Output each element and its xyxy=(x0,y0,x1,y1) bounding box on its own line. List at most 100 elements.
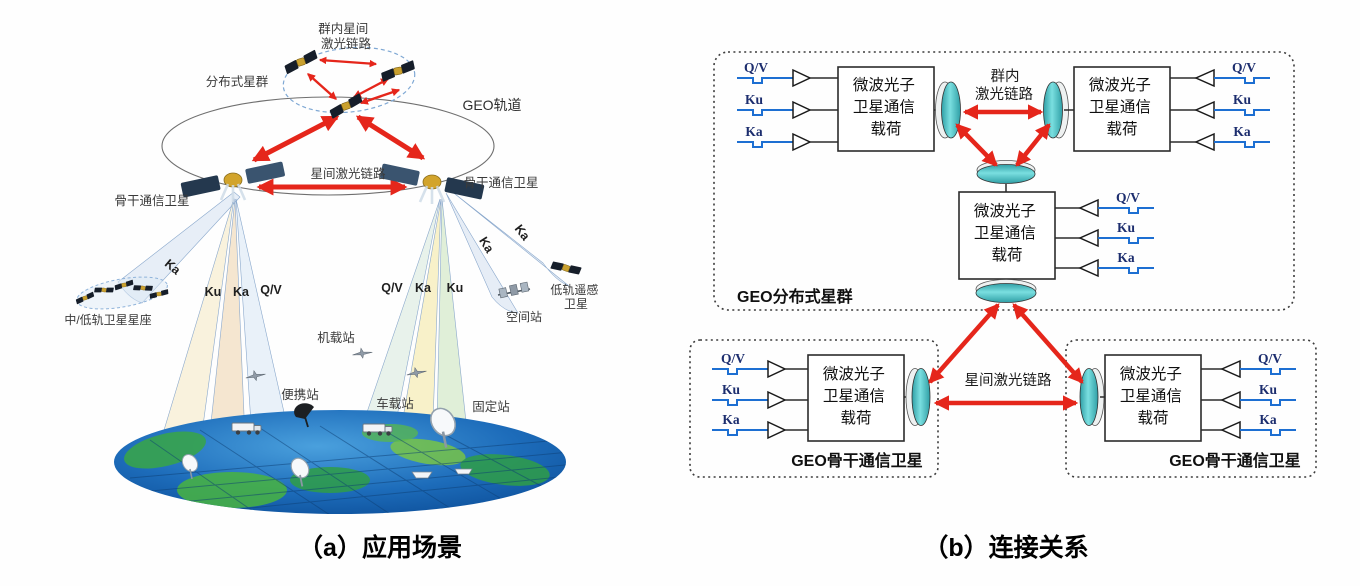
payload-group-top-left: Q/V Ku Ka 微波光子 卫星通信 载荷 xyxy=(737,60,961,152)
portable-dish-icon xyxy=(294,403,314,428)
signal-pulse-icon xyxy=(1214,141,1270,148)
airborne-station-label: 机载站 xyxy=(317,331,355,345)
lens-icon xyxy=(975,283,1037,303)
amplifier-icon xyxy=(792,100,812,120)
amplifier-icon xyxy=(767,420,787,440)
cluster-satellite-icon xyxy=(379,59,417,83)
intra-link-line1: 群内 xyxy=(990,68,1019,85)
band-label: Q/V xyxy=(1116,190,1140,205)
intra-link-line2: 激光链路 xyxy=(975,86,1033,103)
portable-station-label: 便携站 xyxy=(281,387,319,402)
payload-line3: 载荷 xyxy=(991,246,1022,264)
payload-group-bottom-left: Q/V Ku Ka 微波光子 卫星通信 载荷 GEO骨干通信卫星 xyxy=(712,351,931,470)
beam-band-label: Ka xyxy=(233,285,250,299)
payload-line1: 微波光子 xyxy=(1089,76,1151,94)
backbone-satellite-icon xyxy=(179,160,287,204)
signal-pulse-icon xyxy=(712,399,768,406)
amplifier-icon xyxy=(1220,359,1241,379)
band-label: Ku xyxy=(722,382,741,397)
inter-satellite-link-label-b: 星间激光链路 xyxy=(965,372,1052,389)
band-label: Q/V xyxy=(1232,60,1256,75)
geo-backbone-dashed-box-left xyxy=(689,339,939,478)
signal-pulse-icon xyxy=(1240,399,1296,406)
payload-line2: 卫星通信 xyxy=(1089,98,1151,116)
payload-line1: 微波光子 xyxy=(1120,365,1182,383)
laser-links-b xyxy=(928,104,1084,411)
lens-icon xyxy=(1079,368,1099,426)
payload-label: 微波光子 卫星通信 载荷 xyxy=(823,365,889,427)
backbone-satellite-label-right: 骨干通信卫星 xyxy=(463,176,538,190)
leo-constellation-group xyxy=(74,276,169,310)
geo-cluster-label: GEO分布式星群 xyxy=(737,287,853,306)
figure-b: Q/V Ku Ka 微波光子 卫星通信 载荷 微波光子 卫星通信 载荷 xyxy=(689,51,1317,478)
distributed-cluster-label: 分布式星群 xyxy=(206,75,269,89)
payload-line2: 卫星通信 xyxy=(853,98,915,116)
beam-band-label: Q/V xyxy=(260,283,282,297)
payload-box xyxy=(958,191,1056,280)
inter-satellite-link-label: 星间激光链路 xyxy=(310,166,386,181)
space-station-label: 空间站 xyxy=(506,310,542,324)
signal-pulse-icon xyxy=(1098,237,1154,244)
cluster-link-line2: 激光链路 xyxy=(321,36,372,51)
payload-line3: 载荷 xyxy=(1137,409,1168,427)
amplifier-icon xyxy=(1220,420,1241,440)
geo-backbone-label-right: GEO骨干通信卫星 xyxy=(1169,451,1301,470)
remote-sensing-line2: 卫星 xyxy=(564,297,588,311)
amplifier-icon xyxy=(1078,258,1099,278)
payload-group-top-right: 微波光子 卫星通信 载荷 Q/V Ku Ka xyxy=(1043,60,1270,152)
payload-box xyxy=(837,66,935,152)
ship-icon xyxy=(411,471,433,479)
band-label: Ka xyxy=(722,412,740,427)
payload-line1: 微波光子 xyxy=(974,202,1036,220)
cluster-orbit-ellipse xyxy=(282,46,416,114)
ship-icon xyxy=(454,468,473,475)
remote-sensing-line1: 低轨遥感 xyxy=(550,282,598,297)
payload-box xyxy=(1104,354,1202,442)
payload-line3: 载荷 xyxy=(840,409,871,427)
payload-label: 微波光子 卫星通信 载荷 xyxy=(853,76,919,138)
band-label: Q/V xyxy=(1258,351,1282,366)
signal-pulse-icon xyxy=(737,77,793,84)
payload-group-middle: 微波光子 卫星通信 载荷 Q/V Ku Ka xyxy=(958,160,1154,303)
amplifier-icon xyxy=(792,132,812,152)
intra-cluster-link-label: 群内 激光链路 xyxy=(975,68,1033,103)
payload-label: 微波光子 卫星通信 载荷 xyxy=(1089,76,1155,138)
amplifier-icon xyxy=(792,68,812,88)
beam-band-label: Ku xyxy=(205,285,222,299)
lens-icon xyxy=(911,368,931,426)
vehicle-station-label: 车载站 xyxy=(376,396,414,411)
signal-pulse-icon xyxy=(1214,77,1270,84)
geo-backbone-label-left: GEO骨干通信卫星 xyxy=(791,451,923,470)
band-label: Q/V xyxy=(744,60,768,75)
amplifier-icon xyxy=(1220,390,1241,410)
geo-cluster-dashed-box xyxy=(713,51,1295,311)
band-label: Ku xyxy=(1259,382,1278,397)
amplifier-icon xyxy=(1078,198,1099,218)
payload-box xyxy=(1073,66,1171,152)
signal-pulse-icon xyxy=(737,141,793,148)
payload-line2: 卫星通信 xyxy=(823,387,885,405)
amplifier-icon xyxy=(1194,132,1215,152)
payload-line1: 微波光子 xyxy=(823,365,885,383)
payload-line2: 卫星通信 xyxy=(974,224,1036,242)
signal-pulse-icon xyxy=(1240,429,1296,436)
cluster-link-line1: 群内星间 xyxy=(318,22,368,36)
band-label: Ku xyxy=(1233,92,1252,107)
payload-line3: 载荷 xyxy=(870,120,901,138)
payload-label: 微波光子 卫星通信 载荷 xyxy=(974,202,1040,264)
payload-group-bottom-right: 微波光子 卫星通信 载荷 Q/V Ku Ka GEO骨干通信卫星 xyxy=(1079,351,1301,470)
payload-box xyxy=(807,354,905,442)
amplifier-icon xyxy=(1194,100,1215,120)
lens-icon xyxy=(941,81,961,139)
band-label: Ka xyxy=(1259,412,1277,427)
signal-pulse-icon xyxy=(1214,109,1270,116)
payload-label: 微波光子 卫星通信 载荷 xyxy=(1120,365,1186,427)
beam-cone xyxy=(445,192,519,314)
band-label: Ka xyxy=(1117,250,1135,265)
plane-icon xyxy=(351,347,374,360)
amplifier-icon xyxy=(1194,68,1215,88)
beam-band-label: Ka xyxy=(415,281,432,295)
band-label: Ku xyxy=(745,92,764,107)
